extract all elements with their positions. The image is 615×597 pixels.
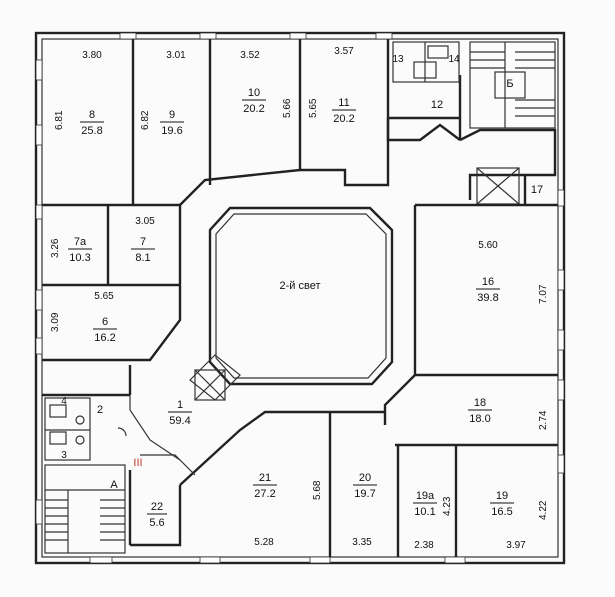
room-3-label: 3 bbox=[61, 450, 67, 461]
room-11-number: 11 bbox=[338, 97, 349, 109]
room-7-width: 3.05 bbox=[135, 216, 155, 227]
room-9-width: 3.01 bbox=[166, 50, 186, 61]
room-22-area: 5.6 bbox=[149, 517, 164, 529]
room-18-height: 2.74 bbox=[538, 410, 549, 430]
room-9-height: 6.82 bbox=[140, 110, 151, 130]
room-12-wall bbox=[386, 118, 461, 142]
room-14-label: 14 bbox=[448, 54, 460, 65]
room-10-width: 3.52 bbox=[240, 50, 260, 61]
room-13-label: 13 bbox=[392, 54, 404, 65]
room-19-width: 3.97 bbox=[506, 540, 526, 551]
room-19-height: 4.22 bbox=[538, 500, 549, 520]
room-4-label: 4 bbox=[61, 396, 67, 407]
room-8-height: 6.81 bbox=[54, 110, 65, 130]
axis-iii-label: III bbox=[133, 457, 142, 469]
bottom-rooms-walls bbox=[128, 410, 458, 557]
right-rooms-walls bbox=[383, 205, 558, 447]
room-16-height: 7.07 bbox=[538, 284, 549, 304]
service-labels: 12 13 14 17 2 3 4 Б А III bbox=[61, 54, 543, 491]
room-20-number: 20 bbox=[359, 472, 371, 484]
atrium-label: 2-й свет bbox=[280, 280, 321, 292]
room-19a-height: 4.23 bbox=[442, 496, 453, 516]
room-16-area: 39.8 bbox=[477, 292, 498, 304]
room-11-width: 3.57 bbox=[334, 46, 354, 57]
room-8-number: 8 bbox=[89, 109, 95, 121]
room-22-number: 22 bbox=[151, 501, 163, 513]
room-2-label: 2 bbox=[97, 404, 103, 416]
atrium bbox=[208, 206, 394, 386]
room-19-number: 19 bbox=[496, 490, 508, 502]
room-21-number: 21 bbox=[259, 472, 271, 484]
stair-a-label: А bbox=[110, 479, 118, 491]
windows-bottom bbox=[89, 556, 466, 564]
room-1-walls bbox=[129, 395, 181, 461]
room-10-area: 20.2 bbox=[243, 103, 264, 115]
room-17-label: 17 bbox=[531, 184, 543, 196]
room-19a-number: 19а bbox=[416, 490, 435, 502]
room-21-area: 27.2 bbox=[254, 488, 275, 500]
room-20-width: 3.35 bbox=[352, 537, 372, 548]
room-6-height: 3.09 bbox=[50, 312, 61, 332]
room-11-height: 5.65 bbox=[308, 98, 319, 118]
room-16-width: 5.60 bbox=[478, 240, 498, 251]
stair-b bbox=[469, 41, 556, 129]
room-8-area: 25.8 bbox=[81, 125, 102, 137]
small-lift bbox=[189, 354, 241, 401]
room-6-area: 16.2 bbox=[94, 332, 115, 344]
stair-b-label: Б bbox=[506, 78, 513, 90]
wc-block-top bbox=[392, 41, 460, 83]
room-16-number: 16 bbox=[482, 276, 494, 288]
room-7-number: 7 bbox=[140, 236, 146, 248]
room-1-number: 1 bbox=[177, 399, 183, 411]
room-1-area: 59.4 bbox=[169, 415, 190, 427]
room-labels: 8 25.8 3.80 6.81 9 19.6 3.01 6.82 10 20.… bbox=[50, 46, 549, 551]
room-10-height: 5.66 bbox=[282, 98, 293, 118]
stair-a bbox=[44, 464, 126, 554]
room-19a-area: 10.1 bbox=[414, 506, 435, 518]
room-19a-width: 2.38 bbox=[414, 540, 434, 551]
room-9-number: 9 bbox=[169, 109, 175, 121]
room-7a-area: 10.3 bbox=[69, 252, 90, 264]
wc-block-left bbox=[44, 397, 127, 461]
room-18-area: 18.0 bbox=[469, 413, 490, 425]
room-6-number: 6 bbox=[102, 316, 108, 328]
left-rooms-walls bbox=[42, 205, 182, 397]
room-11-area: 20.2 bbox=[333, 113, 354, 125]
top-row-walls bbox=[42, 39, 462, 207]
room-9-area: 19.6 bbox=[161, 125, 182, 137]
windows-right bbox=[557, 189, 565, 474]
room-7-area: 8.1 bbox=[135, 252, 150, 264]
elevator-shaft bbox=[415, 128, 558, 207]
room-6-width: 5.65 bbox=[94, 291, 114, 302]
room-7a-height: 3.26 bbox=[50, 238, 61, 258]
room-7a-number: 7а bbox=[74, 236, 87, 248]
room-12-label: 12 bbox=[431, 99, 443, 111]
room-19-area: 16.5 bbox=[491, 506, 512, 518]
windows-left bbox=[35, 59, 43, 525]
windows-top bbox=[119, 32, 393, 40]
room-18-number: 18 bbox=[474, 397, 486, 409]
room-21-height: 5.68 bbox=[312, 480, 323, 500]
room-10-number: 10 bbox=[248, 87, 260, 99]
room-20-area: 19.7 bbox=[354, 488, 375, 500]
room-21-width: 5.28 bbox=[254, 537, 274, 548]
room-8-width: 3.80 bbox=[82, 50, 102, 61]
